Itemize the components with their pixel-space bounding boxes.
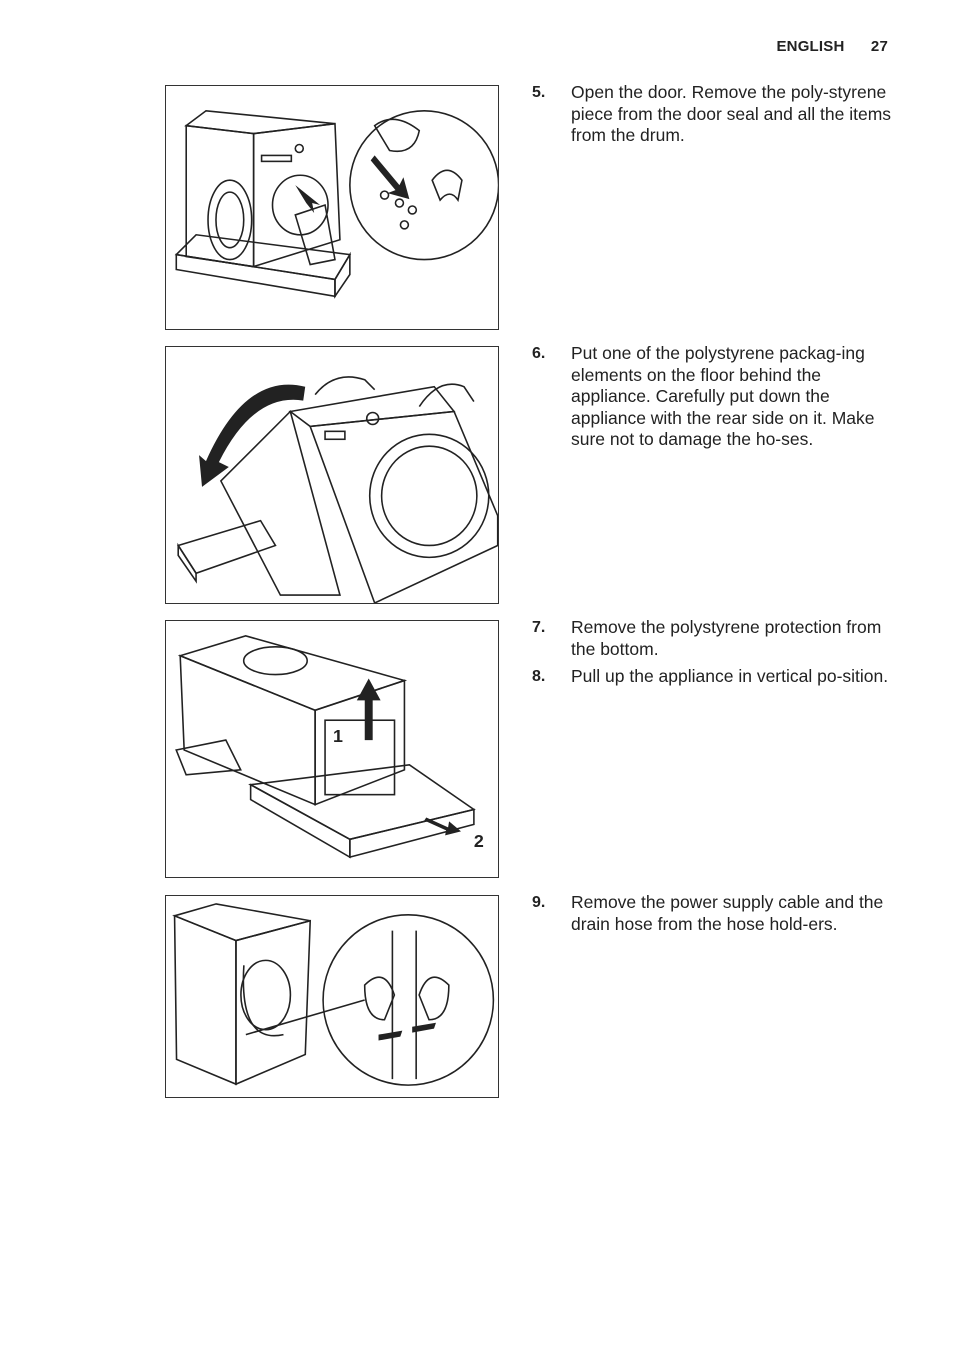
washer-rear-hose-illustration bbox=[172, 903, 495, 1086]
step-group-9: 9. Remove the power supply cable and the… bbox=[532, 892, 892, 941]
page-header: ENGLISH 27 bbox=[776, 38, 888, 55]
figure-open-door bbox=[165, 85, 499, 330]
step-group-5: 5. Open the door. Remove the poly-styren… bbox=[532, 82, 892, 153]
step-text: Put one of the polystyrene packag-ing el… bbox=[571, 343, 875, 449]
washer-tilt-illustration bbox=[176, 376, 498, 603]
washer-base-removal-illustration: 1 2 bbox=[175, 635, 484, 859]
step-number: 6. bbox=[532, 345, 546, 362]
step-group-6: 6. Put one of the polystyrene packag-ing… bbox=[532, 343, 892, 457]
step-item: 7. Remove the polystyrene protection fro… bbox=[532, 617, 892, 660]
figure-remove-hoses bbox=[165, 895, 499, 1098]
callout-1: 1 bbox=[333, 726, 343, 746]
step-number: 7. bbox=[532, 619, 546, 636]
page-number: 27 bbox=[870, 38, 888, 55]
step-item: 9. Remove the power supply cable and the… bbox=[532, 892, 892, 935]
step-text: Open the door. Remove the poly-styrene p… bbox=[571, 82, 892, 145]
step-text: Pull up the appliance in vertical po-sit… bbox=[571, 666, 889, 686]
step-number: 9. bbox=[532, 894, 546, 911]
callout-2: 2 bbox=[474, 831, 484, 851]
figure-remove-protection: 1 2 bbox=[165, 620, 499, 878]
step-text: Remove the polystyrene protection from t… bbox=[571, 617, 882, 659]
language-label: ENGLISH bbox=[776, 38, 845, 55]
step-item: 8. Pull up the appliance in vertical po-… bbox=[532, 666, 892, 688]
step-number: 5. bbox=[532, 84, 546, 101]
step-item: 5. Open the door. Remove the poly-styren… bbox=[532, 82, 892, 147]
washer-open-door-illustration bbox=[174, 109, 498, 299]
step-text: Remove the power supply cable and the dr… bbox=[571, 892, 884, 934]
step-group-7-8: 7. Remove the polystyrene protection fro… bbox=[532, 617, 892, 694]
step-number: 8. bbox=[532, 668, 546, 685]
step-item: 6. Put one of the polystyrene packag-ing… bbox=[532, 343, 892, 451]
figure-tilt-appliance bbox=[165, 346, 499, 604]
